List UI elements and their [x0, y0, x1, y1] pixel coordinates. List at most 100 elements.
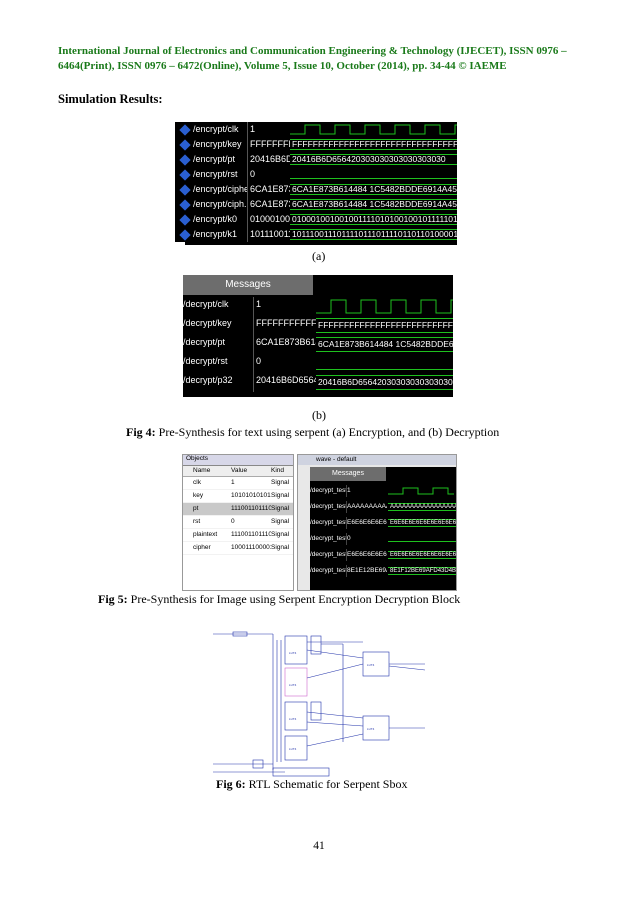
objects-panel-titlebar: Objects [183, 455, 293, 466]
object-row[interactable]: clk 1 Signal [183, 477, 293, 490]
fig6-caption-label: Fig 6: [216, 777, 246, 791]
signal-trace: 8E1F12BE69AFD43D4B7521466C5E7E [388, 565, 456, 577]
signal-value: 1 [247, 122, 290, 137]
signal-name-text: /encrypt/pt [193, 154, 236, 164]
signal-name: /encrypt/key [175, 137, 247, 152]
bus-trace [290, 139, 457, 150]
signal-row[interactable]: /decrypt_test/ptE6E6E6E6E6E6E6E6E6E6E6E6… [310, 517, 456, 529]
signal-name: /decrypt_test/rst [310, 535, 346, 542]
signal-name-text: /encrypt/clk [193, 124, 239, 134]
objects-panel-title: Objects [186, 455, 209, 462]
signal-value: 10111001110 [247, 227, 290, 242]
object-row[interactable]: key1010101010101010...Signal [183, 490, 293, 503]
fig5-caption-label: Fig 5: [98, 592, 128, 606]
bus-trace-value: AAAAAAAAAAAAAAAAAAAAAAAAAAAAAAAA [390, 504, 456, 510]
signal-name: /encrypt/rst [175, 167, 247, 182]
clock-trace [290, 124, 457, 135]
signal-name-text: /decrypt/p32 [183, 375, 233, 385]
signal-name-text: /encrypt/rst [193, 169, 238, 179]
signal-name-text: /encrypt/cipher [193, 184, 247, 194]
signal-name-text: /decrypt/pt [183, 337, 226, 347]
bus-trace [316, 337, 453, 352]
signal-icon [179, 138, 191, 151]
signal-value: FFFFFFFFFFFF [247, 137, 290, 152]
low-trace [388, 541, 456, 542]
objects-header-row: Name Value Kind [183, 466, 293, 477]
signal-name: /decrypt/clk [183, 297, 253, 316]
signal-row[interactable]: /decrypt_test/keyAAAAAAAAAAAAAAAAAAAAAAA… [310, 501, 456, 513]
bus-trace-value: 0100010010010011110101001001011111010100… [292, 214, 457, 224]
signal-row[interactable]: /decrypt/pt6CA1E873B6148486CA1E873B61448… [183, 335, 453, 354]
fig6-caption: Fig 6: RTL Schematic for Serpent Sbox [216, 777, 407, 792]
clock-trace [316, 299, 453, 314]
bus-trace-value: 6CA1E873B614484 1C5482BDDE6914A45 [292, 199, 457, 209]
signal-name-text: /decrypt/clk [183, 299, 229, 309]
object-name: pt [193, 505, 199, 512]
page-number: 41 [313, 840, 325, 852]
signal-value: E6E6E6E6E6E6 [346, 549, 387, 561]
signal-name: /decrypt_test/cipher [310, 567, 346, 574]
signal-value: AAAAAAAAAA [346, 501, 387, 513]
signal-row[interactable]: /encrypt/k001000100101010001001001001111… [175, 212, 457, 227]
bus-trace-value: FFFFFFFFFFFFFFFFFFFFFFFFFFFFFFFFFFFFFFFF… [292, 139, 457, 149]
fig4-caption-label: Fig 4: [126, 425, 156, 439]
signal-row[interactable]: /decrypt/p3220416B6D6564203020416B6D6564… [183, 373, 453, 392]
lut-block [284, 667, 308, 697]
signal-name: /encrypt/k0 [175, 212, 247, 227]
object-kind: Signal [271, 479, 290, 486]
object-value: 1 [231, 479, 235, 486]
svg-text:LUT4: LUT4 [367, 663, 375, 667]
signal-value: 6CA1E873B6 [247, 182, 290, 197]
journal-header: International Journal of Electronics and… [58, 44, 580, 74]
objects-header-kind[interactable]: Kind [271, 467, 285, 474]
bus-trace-value: 20416B6D656420303030303030303030 [292, 154, 446, 164]
bus-trace [388, 567, 456, 575]
object-value: 1000111000011100... [231, 544, 271, 551]
rtl-schematic: LUT4 LUT4 LUT4 LUT4 LUT4 LUT4 [213, 631, 426, 777]
signal-trace: E6E6E6E6E6E6E6E6E6E6E6E6E6E6E6E6 [388, 549, 456, 561]
signal-row[interactable]: /encrypt/cipher6CA1E873B66CA1E873B614484… [175, 182, 457, 197]
messages-header: Messages [183, 275, 313, 295]
signal-row[interactable]: /decrypt_test/plaint...E6E6E6E6E6E6E6E6E… [310, 549, 456, 561]
signal-icon [179, 183, 191, 196]
signal-value: 20416B6D656 [247, 152, 290, 167]
object-row[interactable]: pt1110011011100110...Signal [183, 503, 293, 516]
signal-icon [179, 228, 191, 241]
signal-name-text: /encrypt/key [193, 139, 242, 149]
signal-value: 1 [346, 485, 387, 497]
object-row[interactable]: cipher1000111000011100...Signal [183, 542, 293, 555]
signal-trace [316, 354, 453, 373]
low-trace [290, 178, 457, 179]
object-kind: Signal [271, 492, 290, 499]
bus-trace [290, 229, 457, 240]
header-line-2: 6464(Print), ISSN 0976 – 6472(Online), V… [58, 60, 507, 72]
bus-trace [388, 503, 456, 511]
svg-text:LUT4: LUT4 [289, 717, 297, 721]
signal-row[interactable]: /encrypt/ciph...6CA1E873B66CA1E873B61448… [175, 197, 457, 212]
objects-header-value[interactable]: Value [231, 467, 248, 474]
objects-header-name[interactable]: Name [193, 467, 211, 474]
signal-row[interactable]: /encrypt/k110111001110101110011101111011… [175, 227, 457, 242]
signal-row[interactable]: /decrypt_test/cipher8E1E12BE69AFD48E1F12… [310, 565, 456, 577]
signal-row[interactable]: /encrypt/clk 1 [175, 122, 457, 137]
object-kind: Signal [271, 544, 290, 551]
signal-name: /decrypt_test/clk [310, 487, 346, 494]
bus-trace-value: 1011100111011110111011110110110100001101… [292, 229, 457, 239]
object-row[interactable]: plaintext1110011011100110...Signal [183, 529, 293, 542]
fig5-caption: Fig 5: Pre-Synthesis for Image using Ser… [98, 592, 460, 607]
low-trace [316, 369, 453, 370]
signal-trace: 1011100111011110111011110110110100001101… [290, 227, 457, 242]
bus-trace-value: 8E1F12BE69AFD43D4B7521466C5E7E [390, 568, 456, 574]
signal-name: /decrypt_test/plaint... [310, 551, 346, 558]
object-name: clk [193, 479, 201, 486]
signal-trace [388, 533, 456, 545]
signal-row[interactable]: /encrypt/pt 20416B6D65620416B6D6564203030… [175, 152, 457, 167]
